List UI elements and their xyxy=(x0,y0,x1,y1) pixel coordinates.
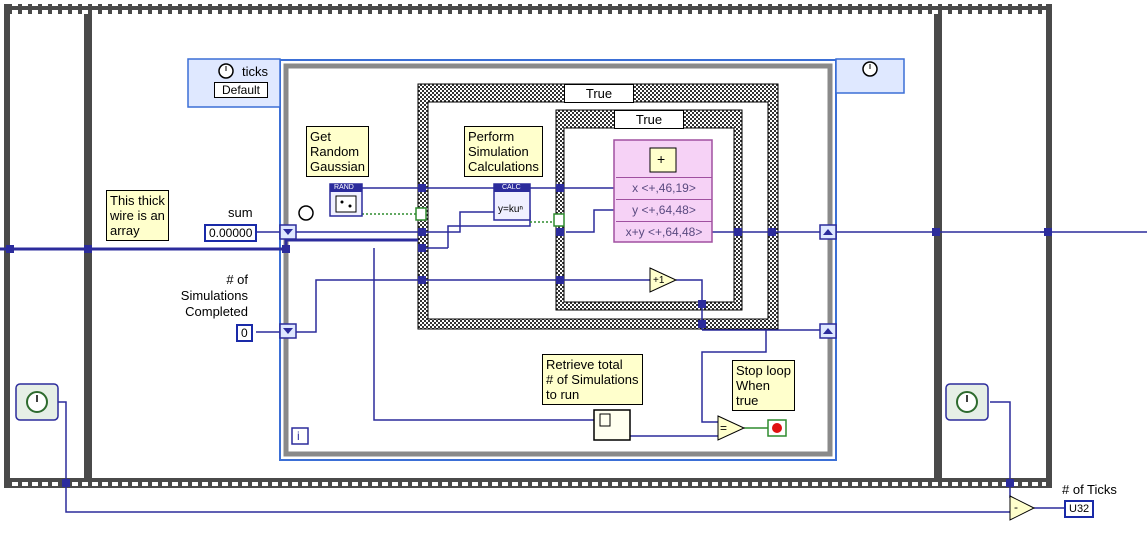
boolean-tunnels xyxy=(415,207,565,227)
equal-compare-node[interactable] xyxy=(717,415,746,441)
increment-node[interactable] xyxy=(649,267,678,293)
timed-loop[interactable] xyxy=(187,58,905,461)
calc-formula: y=kuⁿ xyxy=(498,204,524,215)
tunnels xyxy=(6,184,1052,487)
wires xyxy=(0,187,1147,513)
comment-simulation: Perform Simulation Calculations xyxy=(464,126,543,177)
comment-gaussian: Get Random Gaussian xyxy=(306,126,369,177)
bundle-cluster-node[interactable] xyxy=(613,139,713,243)
sum-constant[interactable]: 0.00000 xyxy=(204,224,258,242)
iteration-label: i xyxy=(297,429,300,443)
ticks-output-indicator[interactable]: U32 xyxy=(1064,500,1095,518)
array-size-node[interactable] xyxy=(593,409,631,441)
sims-label-line-1: # of xyxy=(226,272,248,287)
shift-registers[interactable] xyxy=(279,224,837,339)
clock-icon xyxy=(218,61,878,79)
sims-label-line-2: Simulations xyxy=(180,288,248,303)
calc-node-label: CALC xyxy=(502,184,521,191)
ticks-output-label: # of Ticks xyxy=(1062,482,1117,497)
subtract-node[interactable] xyxy=(1009,495,1036,521)
sum-label: sum xyxy=(228,205,253,220)
cluster-row-x: x <+,46,19> xyxy=(616,177,712,198)
sims-label-line-3: Completed xyxy=(185,304,248,319)
increment-label: +1 xyxy=(653,275,665,286)
tick-count-icon-right[interactable] xyxy=(945,383,989,421)
add-node-label: + xyxy=(657,151,666,167)
seed-constant-icon xyxy=(298,205,314,221)
sims-completed-constant[interactable]: 0 xyxy=(236,324,253,342)
comment-stop-loop: Stop loop When true xyxy=(732,360,795,411)
tick-count-icon-left[interactable] xyxy=(15,383,59,421)
outer-case-selector[interactable]: True xyxy=(564,84,634,103)
ticks-label: ticks xyxy=(242,64,268,79)
iteration-terminal xyxy=(291,427,309,445)
random-number-node[interactable] xyxy=(329,183,363,217)
equal-label: = xyxy=(720,421,728,435)
rand-node-label: RAND xyxy=(334,184,354,191)
calculation-node[interactable] xyxy=(493,183,531,221)
cluster-row-xy: x+y <+,64,48> xyxy=(616,221,712,242)
default-selector[interactable]: Default xyxy=(214,82,268,98)
inner-case-selector[interactable]: True xyxy=(614,110,684,129)
cluster-row-y: y <+,64,48> xyxy=(616,199,712,220)
stop-terminal-icon[interactable] xyxy=(767,419,787,437)
comment-retrieve: Retrieve total # of Simulations to run xyxy=(542,354,643,405)
comment-array-wire: This thick wire is an array xyxy=(106,190,169,241)
subtract-label: - xyxy=(1014,500,1018,514)
